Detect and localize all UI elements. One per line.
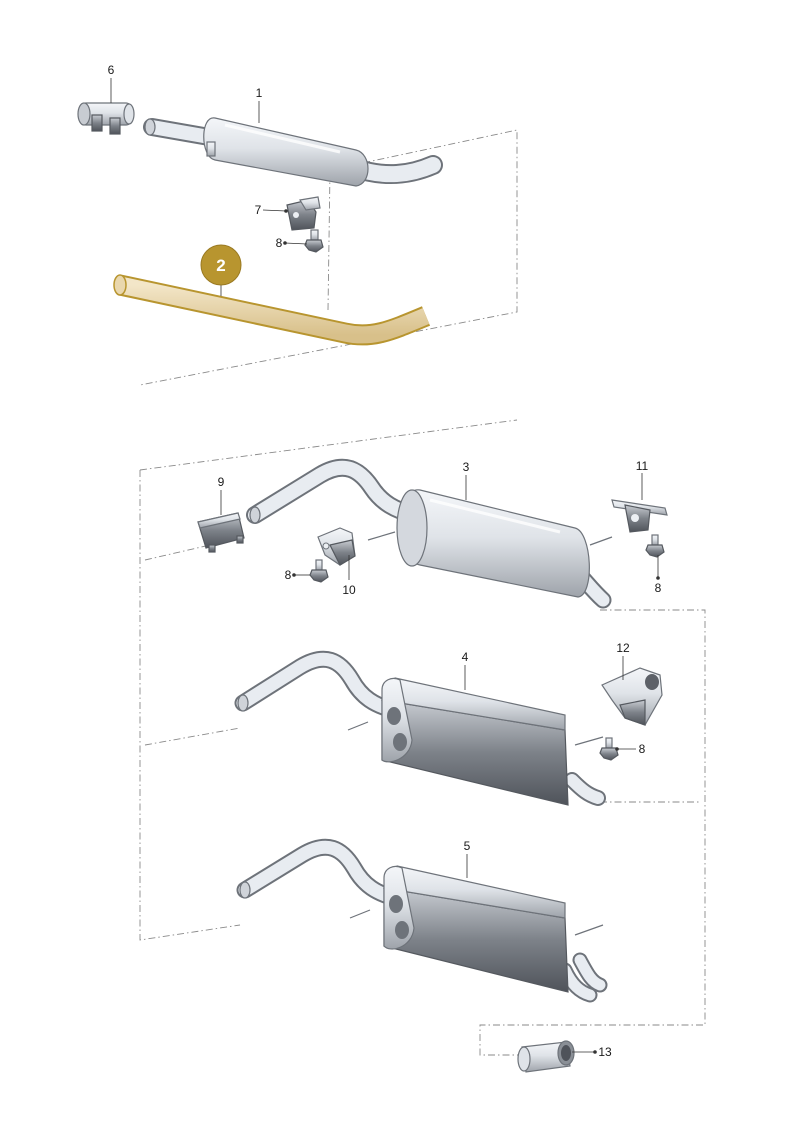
- part-8-bolt-top: [304, 229, 324, 253]
- part-3-rear-silencer: [246, 458, 613, 609]
- callout-12: 12: [616, 641, 630, 655]
- callout-10: 10: [342, 583, 356, 597]
- part-5-rear-silencer: [236, 838, 608, 1003]
- callout-1: 1: [256, 86, 263, 100]
- part-6-pipe-clamp: [77, 102, 135, 135]
- callout-4: 4: [462, 650, 469, 664]
- leader-lines: [110, 78, 660, 1054]
- part-1-center-silencer: [143, 117, 443, 187]
- callout-8a: 8: [276, 236, 283, 250]
- part-13-tailpipe-trim: [517, 1040, 575, 1073]
- part-4-rear-silencer: [234, 650, 606, 806]
- callout-2: 2: [216, 256, 225, 275]
- callouts: 6 1 7 8 2 3 9 11 8 10 8 4 12 8 5 13: [108, 63, 662, 1059]
- part-8-bolt-right: [645, 534, 665, 558]
- part-10-clamp: [317, 527, 356, 566]
- part-7-clamp: [286, 196, 321, 231]
- callout-8b: 8: [285, 568, 292, 582]
- part-8-bolt-left: [309, 559, 329, 583]
- callout-3: 3: [463, 460, 470, 474]
- callout-9: 9: [218, 475, 225, 489]
- part-9-pipe-clamp: [197, 512, 245, 553]
- callout-2-badge: 2: [200, 244, 242, 286]
- callout-6: 6: [108, 63, 115, 77]
- part-11-hanger: [611, 499, 668, 533]
- callout-5: 5: [464, 839, 471, 853]
- part-2-intermediate-pipe: [113, 274, 431, 346]
- callout-7: 7: [255, 203, 262, 217]
- callout-11: 11: [636, 459, 649, 473]
- callout-8c: 8: [655, 581, 662, 595]
- part-12-bracket: [601, 667, 663, 726]
- callout-8d: 8: [639, 742, 646, 756]
- callout-13: 13: [598, 1045, 612, 1059]
